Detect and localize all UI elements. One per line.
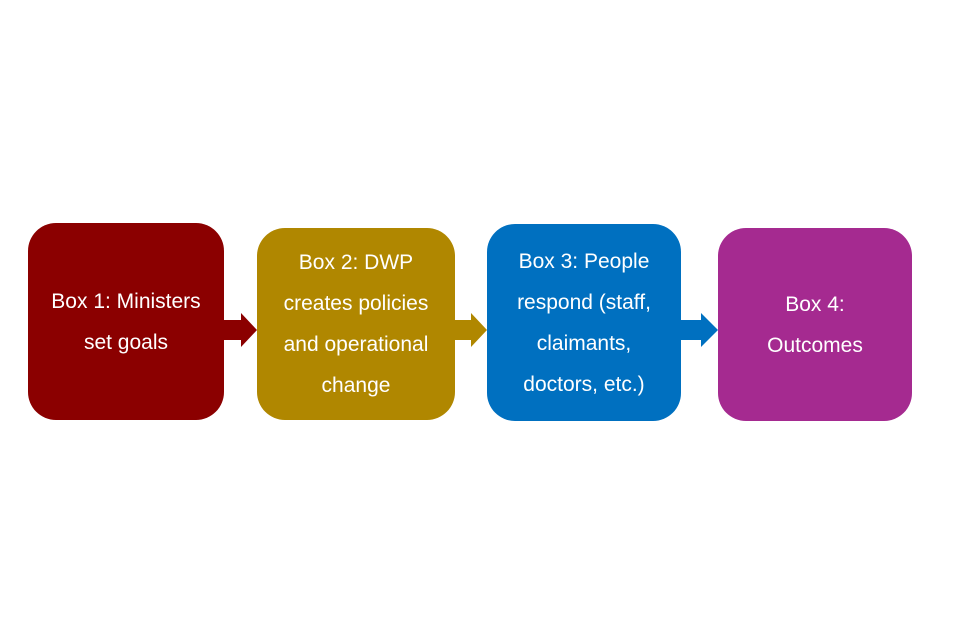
- box-3-line: claimants,: [536, 331, 632, 355]
- box-3-text: Box 3: People respond (staff, claimants,…: [517, 241, 651, 405]
- box-4-line: Box 4:: [785, 292, 845, 316]
- box-1-line: set goals: [83, 330, 169, 354]
- box-2-line: and operational: [283, 333, 429, 356]
- box-1-text: Box 1: Ministers set goals: [51, 281, 200, 363]
- box-3-people: Box 3: People respond (staff, claimants,…: [487, 224, 681, 421]
- box-1-line: Box 1: Ministers: [51, 289, 201, 313]
- box-3-line: Box 3: People: [518, 249, 650, 273]
- box-4-text: Box 4: Outcomes: [767, 284, 863, 366]
- box-4-line: Outcomes: [767, 333, 863, 357]
- arrow-2-icon: [455, 313, 487, 347]
- box-2-text: Box 2: DWP creates policies and operatio…: [284, 242, 429, 406]
- box-4-outcomes: Box 4: Outcomes: [718, 228, 912, 421]
- box-2-line: creates policies: [283, 292, 429, 315]
- box-3-line: doctors, etc.): [523, 372, 645, 396]
- box-2-dwp: Box 2: DWP creates policies and operatio…: [257, 228, 455, 420]
- arrow-3-icon: [681, 313, 718, 347]
- box-1-ministers: Box 1: Ministers set goals: [28, 223, 224, 420]
- box-2-line: change: [321, 374, 391, 397]
- arrow-1-icon: [224, 313, 257, 347]
- box-3-line: respond (staff,: [517, 290, 651, 314]
- box-2-line: Box 2: DWP: [298, 251, 414, 274]
